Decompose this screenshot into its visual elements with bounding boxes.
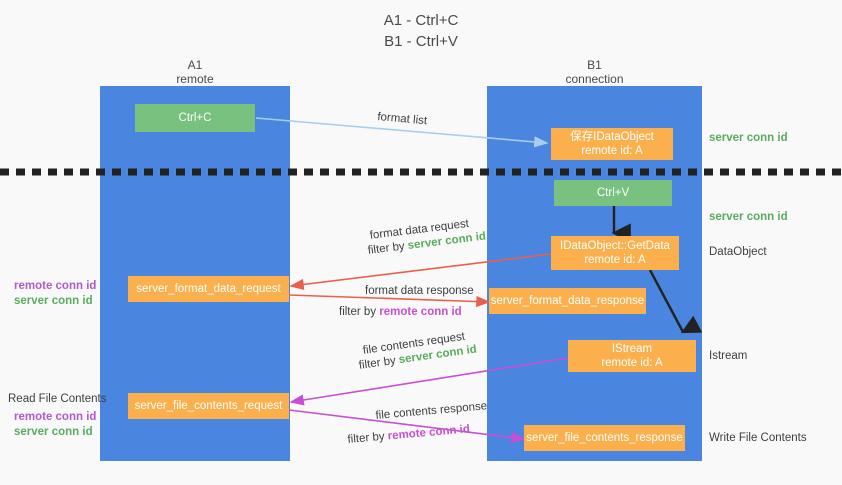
node-save-idataobject[interactable]: 保存IDataObject remote id: A: [551, 128, 673, 160]
annotation-server-conn-id-lower: server conn id: [14, 426, 93, 438]
page-title: A1 - Ctrl+C B1 - Ctrl+V: [0, 10, 842, 52]
annotation-server-conn-id-mid: server conn id: [709, 211, 788, 223]
annotation-server-conn-id-top: server conn id: [709, 132, 788, 144]
node-server-file-contents-response-label: server_file_contents_response: [526, 432, 683, 444]
node-getdata-label: IDataObject::GetData: [560, 240, 670, 252]
annotation-conn-ids-upper: remote conn id server conn id: [14, 279, 96, 309]
filter-key-remote-conn-id-1: remote conn id: [379, 306, 462, 318]
filter-by-text-2: filter by: [339, 306, 380, 318]
node-ctrl-v-label: Ctrl+V: [596, 187, 630, 199]
node-istream[interactable]: IStream remote id: A: [568, 340, 696, 372]
node-server-file-contents-request-label: server_file_contents_request: [134, 400, 283, 412]
title-line-1: A1 - Ctrl+C: [383, 12, 459, 29]
node-save-idataobject-subtitle: remote id: A: [581, 145, 643, 157]
annotation-read-file-contents: Read File Contents: [8, 393, 107, 405]
node-server-format-data-request-label: server_format_data_request: [136, 283, 281, 295]
node-server-format-data-response-label: server_format_data_response: [490, 295, 645, 307]
annotation-remote-conn-id-upper: remote conn id: [14, 280, 97, 292]
lane-header-a1: A1 remote: [100, 58, 290, 86]
annotation-write-file-contents: Write File Contents: [709, 432, 807, 444]
edge-label-format-data-response-filter: filter by remote conn id: [339, 305, 462, 320]
lane-b1-name: B1: [587, 58, 602, 72]
filter-by-text-1: filter by: [367, 240, 409, 257]
node-server-format-data-response[interactable]: server_format_data_response: [489, 288, 646, 314]
node-save-idataobject-label: 保存IDataObject: [570, 131, 654, 143]
lane-header-b1: B1 connection: [487, 58, 702, 86]
annotation-istream: Istream: [709, 350, 748, 362]
node-ctrl-c[interactable]: Ctrl+C: [135, 104, 255, 132]
edge-label-file-contents-response-filter: filter by remote conn id: [347, 422, 471, 448]
node-server-file-contents-response[interactable]: server_file_contents_response: [524, 425, 685, 451]
node-istream-label: IStream: [611, 343, 653, 355]
filter-by-text-3: filter by: [358, 354, 400, 372]
title-line-2: B1 - Ctrl+V: [384, 33, 458, 50]
node-server-format-data-request[interactable]: server_format_data_request: [128, 276, 289, 302]
annotation-remote-conn-id-lower: remote conn id: [14, 411, 97, 423]
node-ctrl-c-label: Ctrl+C: [178, 112, 212, 124]
lane-b1-role: connection: [565, 72, 624, 86]
annotation-server-conn-id-upper: server conn id: [14, 295, 93, 307]
node-istream-subtitle: remote id: A: [601, 357, 663, 369]
lane-a1-role: remote: [176, 72, 214, 86]
filter-by-text-4: filter by: [347, 430, 389, 446]
lane-a1-name: A1: [187, 58, 203, 72]
edge-label-format-list: format list: [376, 110, 428, 128]
filter-key-remote-conn-id-2: remote conn id: [387, 423, 471, 443]
edge-label-file-contents-response: file contents response: [375, 400, 488, 422]
node-getdata-subtitle: remote id: A: [584, 254, 646, 266]
node-server-file-contents-request[interactable]: server_file_contents_request: [128, 393, 289, 419]
node-ctrl-v[interactable]: Ctrl+V: [554, 180, 672, 206]
annotation-conn-ids-lower: remote conn id server conn id: [14, 410, 96, 440]
annotation-dataobject: DataObject: [709, 246, 767, 258]
node-idataobject-getdata[interactable]: IDataObject::GetData remote id: A: [551, 236, 679, 270]
edge-label-format-data-response: format data response: [365, 285, 474, 297]
